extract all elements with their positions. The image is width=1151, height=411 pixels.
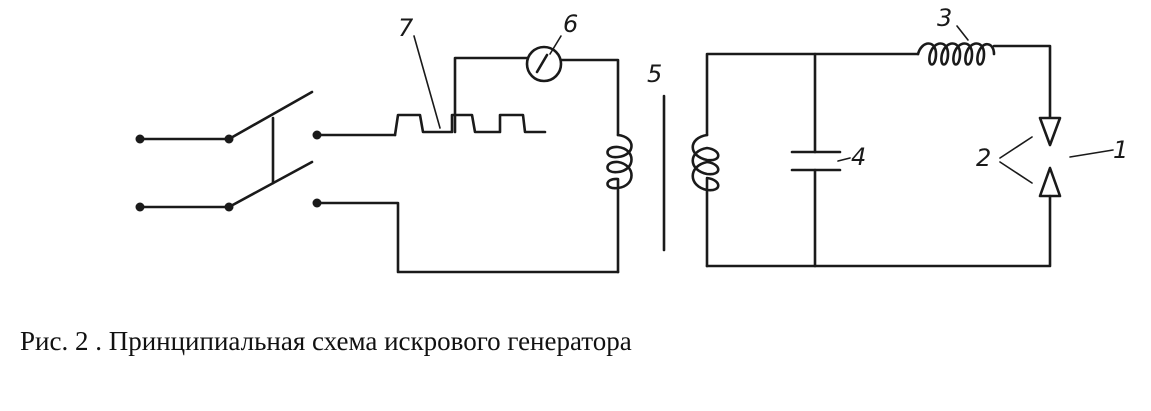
meter-6 (525, 45, 563, 83)
secondary-circuit (691, 42, 1062, 268)
inductor-3 (916, 42, 996, 66)
spark-electrode-top (1038, 116, 1062, 147)
figure-caption: Рис. 2 . Принципиальная схема искрового … (20, 326, 632, 356)
label-6: 6 (563, 10, 578, 38)
rheostat-7 (393, 113, 547, 137)
label-2: 2 (976, 144, 991, 172)
primary-coil (606, 133, 633, 274)
double-pole-switch (135, 90, 322, 212)
label-3: 3 (937, 4, 952, 32)
label-4: 4 (851, 143, 866, 171)
label-5: 5 (647, 60, 662, 88)
leader-lines (413, 25, 1114, 184)
spark-generator-circuit-diagram: 7 6 5 3 4 2 1 (135, 4, 1128, 274)
label-1: 1 (1113, 136, 1128, 164)
label-7: 7 (398, 14, 414, 42)
spark-electrode-bottom (1038, 166, 1062, 198)
secondary-coil (691, 133, 720, 268)
primary-circuit (315, 45, 633, 274)
